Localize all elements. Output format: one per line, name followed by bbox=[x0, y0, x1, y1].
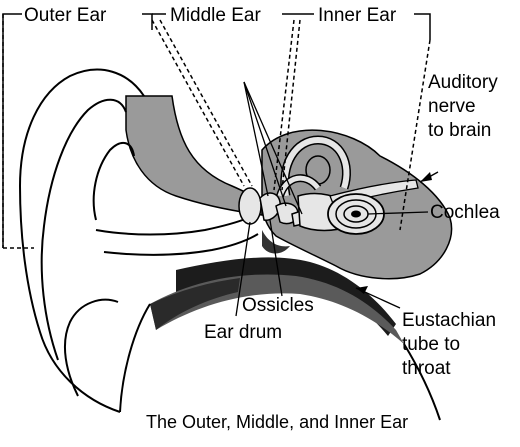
label-auditory-line2: nerve bbox=[428, 96, 476, 117]
section-dividers bbox=[151, 19, 431, 231]
label-ossicles: Ossicles bbox=[242, 295, 314, 316]
pinna-outline bbox=[18, 68, 145, 413]
ear-canal-upper-wall bbox=[95, 217, 249, 236]
concha-curve bbox=[92, 141, 135, 221]
upper-tissue-band bbox=[125, 95, 263, 216]
section-brackets bbox=[2, 13, 431, 249]
label-eustachian-line1: Eustachian bbox=[402, 310, 496, 331]
label-pointers bbox=[235, 81, 439, 317]
pinna-lobe-fold bbox=[63, 298, 119, 397]
semicircular-canal-lower-fill bbox=[277, 175, 320, 197]
auditory-nerve-arrowhead bbox=[420, 172, 432, 182]
ear-canal-lower-wall bbox=[103, 233, 259, 256]
label-middle-ear: Middle Ear bbox=[170, 5, 261, 26]
eustachian-tube bbox=[176, 257, 396, 336]
label-auditory-line1: Auditory bbox=[428, 72, 498, 93]
eustachian-arrowhead bbox=[356, 286, 368, 294]
lower-tissue bbox=[150, 278, 240, 330]
label-ear-drum: Ear drum bbox=[204, 322, 282, 343]
neck-line bbox=[403, 343, 441, 421]
label-outer-ear: Outer Ear bbox=[24, 5, 107, 26]
label-inner-ear: Inner Ear bbox=[318, 5, 397, 26]
middle-ear-cavity bbox=[262, 230, 290, 254]
label-auditory-line3: to brain bbox=[428, 120, 491, 141]
ear-drum bbox=[238, 187, 262, 225]
jaw-curve bbox=[119, 303, 151, 413]
pinna-inner-fold bbox=[40, 98, 127, 361]
diagram-caption: The Outer, Middle, and Inner Ear bbox=[146, 412, 408, 432]
label-cochlea: Cochlea bbox=[430, 202, 500, 223]
semicircular-canal-outer-fill bbox=[281, 136, 350, 197]
label-eustachian-line2: tube to bbox=[402, 334, 460, 355]
label-eustachian-line3: throat bbox=[402, 358, 451, 379]
